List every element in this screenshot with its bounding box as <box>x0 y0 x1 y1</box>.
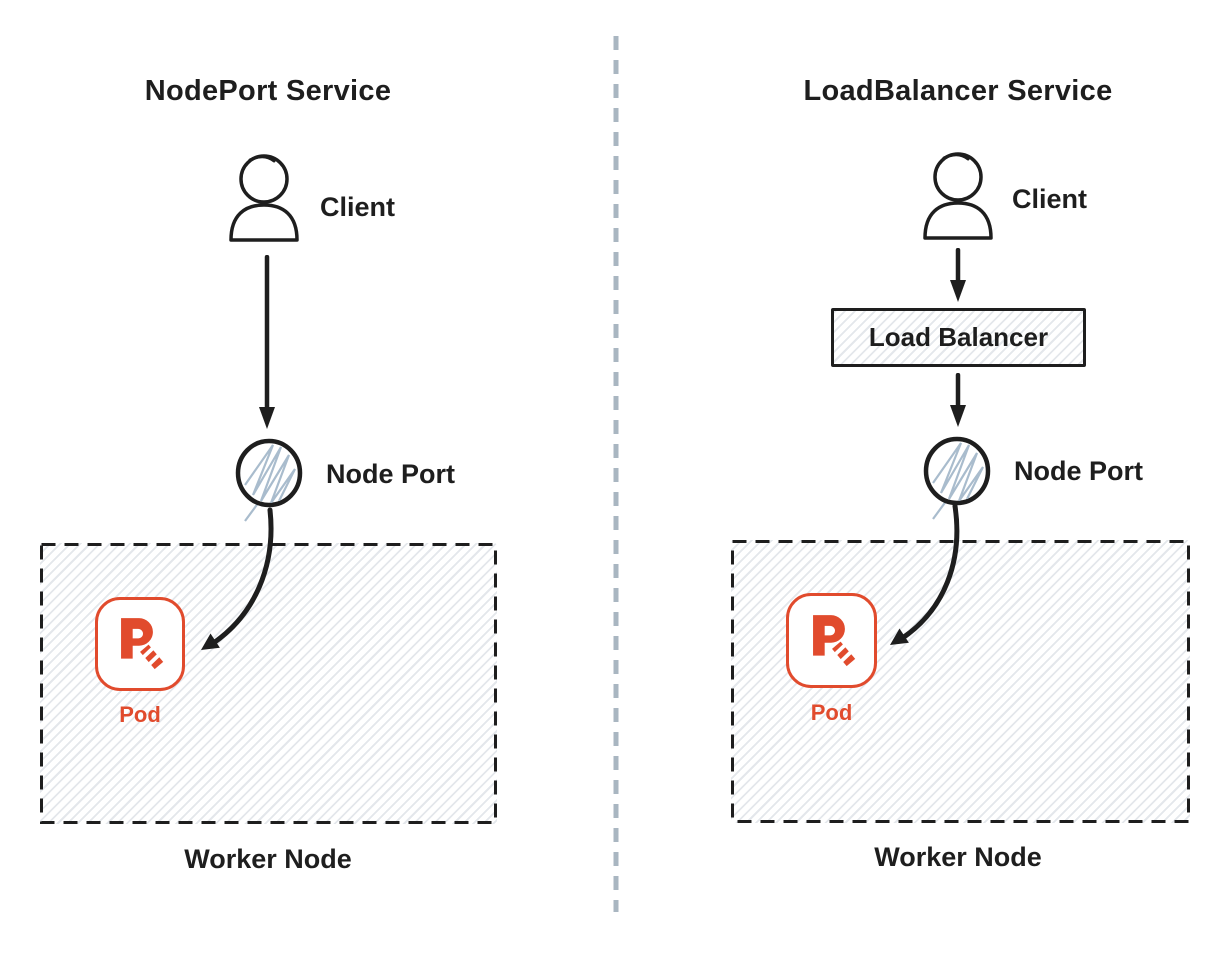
pod-r-logo-icon <box>812 614 855 666</box>
pod-r-logo-icon <box>121 618 164 670</box>
worker-node-label: Worker Node <box>874 842 1042 872</box>
client-to-nodeport-arrow-icon <box>259 255 275 429</box>
client-person-icon <box>229 154 299 242</box>
client-label: Client <box>1012 184 1088 214</box>
nodeport-label: Node Port <box>326 459 456 489</box>
pod-label: Pod <box>119 702 161 727</box>
loadbalancer-to-nodeport-arrow-icon <box>950 373 966 427</box>
client-to-loadbalancer-arrow-icon <box>950 248 966 302</box>
loadbalancer-service-title: LoadBalancer Service <box>803 75 1113 107</box>
client-label: Client <box>320 192 396 222</box>
nodeport-service-title: NodePort Service <box>144 75 392 107</box>
pod-box <box>786 593 877 688</box>
worker-node-box <box>40 543 497 824</box>
load-balancer-label: Load Balancer <box>868 322 1049 352</box>
load-balancer-box: Load Balancer <box>831 308 1086 367</box>
client-person-icon <box>923 152 993 240</box>
nodeport-to-pod-arrow-icon <box>890 503 960 645</box>
nodeport-circle-icon <box>923 436 991 520</box>
pod-box <box>95 597 185 691</box>
nodeport-label: Node Port <box>1014 456 1144 486</box>
nodeport-circle-icon <box>235 438 303 522</box>
worker-node-label: Worker Node <box>184 844 352 874</box>
worker-node-dashed-border <box>40 543 497 824</box>
center-divider <box>613 36 619 912</box>
pod-label: Pod <box>810 700 853 725</box>
nodeport-to-pod-arrow-icon <box>201 507 274 650</box>
